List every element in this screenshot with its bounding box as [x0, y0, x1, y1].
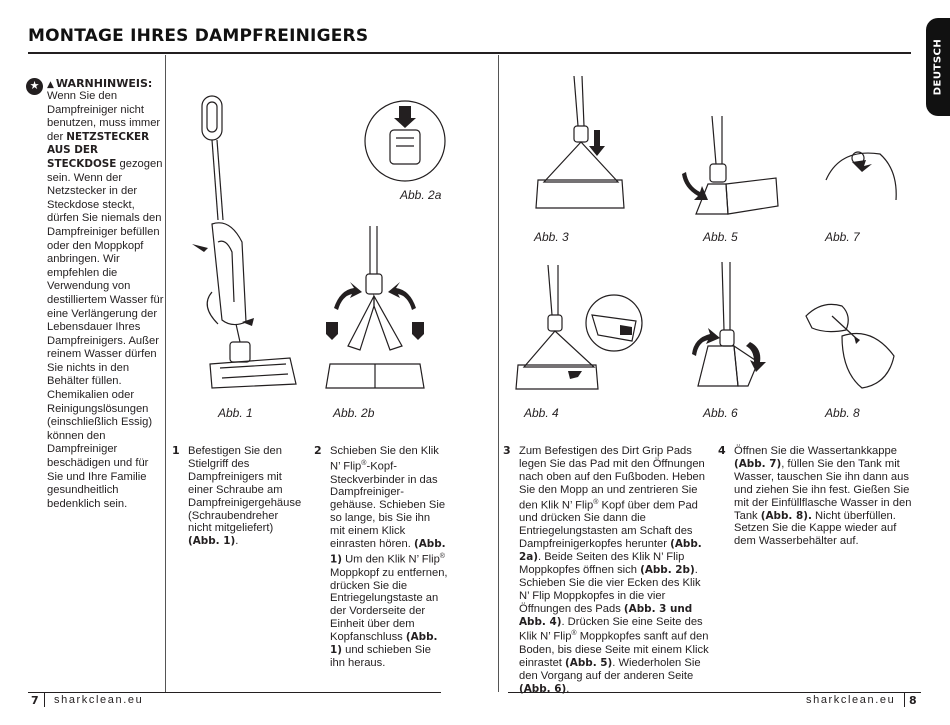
step-3-sup-1: ® — [593, 498, 599, 506]
page-title: MONTAGE IHRES DAMPFREINIGERS — [28, 26, 369, 46]
figure-2a-caption: Abb. 2a — [400, 188, 442, 202]
step-2-text-a: Schieben Sie den Klik N’ Flip — [330, 445, 439, 473]
figure-2a-illustration — [364, 100, 446, 182]
step-2-text: Schieben Sie den Klik N’ Flip®-Kopf-Stec… — [330, 445, 448, 670]
figure-1-caption: Abb. 1 — [218, 406, 253, 420]
figure-8-illustration — [805, 303, 895, 389]
step-3-ref-5: (Abb. 6) — [519, 682, 567, 695]
step-4-text-a: Öffnen Sie die Wassertankkappe — [734, 445, 897, 457]
step-3-ref-2: (Abb. 2b) — [640, 563, 695, 576]
step-4-text: Öffnen Sie die Wassertankkappe (Abb. 7),… — [734, 445, 920, 548]
step-3-text-a: Zum Befestigen des Dirt Grip Pads legen … — [519, 445, 705, 512]
footer-separator-right — [904, 693, 905, 707]
language-tab: DEUTSCH — [926, 18, 950, 116]
page-number-left: 7 — [31, 694, 39, 707]
warning-text-part1: Wenn Sie den Dampfreiniger nicht benutze… — [47, 90, 161, 143]
warning-text-part2: gezogen sein. Wenn der Netzstecker in de… — [47, 157, 164, 510]
step-2-text-d: und schieben Sie ihn heraus. — [330, 644, 431, 669]
star-icon: ★ — [26, 78, 43, 95]
step-1-text: Befestigen Sie den Stielgriff des Dampfr… — [188, 445, 302, 548]
column-divider-center — [498, 55, 499, 692]
step-3-text-c: . Beide Seiten des Klik N’ Flip Moppkopf… — [519, 550, 685, 576]
warning-title: ▲WARNHINWEIS: — [47, 77, 152, 90]
footer-separator-left — [44, 693, 45, 707]
step-1-text-a: Befestigen Sie den Stielgriff des Dampfr… — [188, 445, 302, 535]
step-2-text-c2: Moppkopf zu entfernen, drücken Sie die E… — [330, 566, 448, 644]
warning-text: Wenn Sie den Dampfreiniger nicht benutze… — [47, 90, 165, 511]
step-4-text-c: , füllen Sie den Tank mit Wasser, tausch… — [734, 457, 912, 522]
figure-1-illustration — [192, 95, 297, 389]
step-3-text-f: . Wiederholen Sie den Vorgang auf der an… — [519, 656, 701, 682]
step-2-number: 2 — [314, 444, 322, 457]
footer-site-left: sharkclean.eu — [54, 694, 144, 706]
step-2-text-a2: -Kopf-Steckverbinder in das Dampfreinige… — [330, 460, 446, 551]
figure-8-caption: Abb. 8 — [825, 406, 860, 420]
figure-4-caption: Abb. 4 — [524, 406, 559, 420]
step-1-number: 1 — [172, 444, 180, 457]
figure-6-caption: Abb. 6 — [703, 406, 738, 420]
step-3-ref-4: (Abb. 5) — [565, 656, 613, 669]
step-3-text-g: . — [566, 682, 570, 695]
title-rule — [28, 52, 911, 54]
figure-3-illustration — [535, 75, 625, 209]
step-2-sup-1: ® — [361, 459, 367, 467]
step-3-text-a2: Kopf über dem Pad und drücken Sie dann d… — [519, 499, 698, 551]
warning-text-bold: NETZSTECKER AUS DER STECKDOSE — [47, 130, 150, 170]
step-2-ref-2: (Abb. 1) — [330, 631, 438, 657]
step-1-ref-1: (Abb. 1) — [188, 535, 236, 548]
figure-2b-caption: Abb. 2b — [333, 406, 375, 420]
language-tab-label: DEUTSCH — [932, 38, 944, 96]
warning-title-text: WARNHINWEIS: — [55, 77, 153, 90]
step-4-text-d: Nicht überfüllen. Setzen Sie die Kappe w… — [734, 509, 897, 548]
step-4-ref-1: (Abb. 7) — [734, 457, 782, 470]
figure-3-caption: Abb. 3 — [534, 230, 569, 244]
figure-7-caption: Abb. 7 — [825, 230, 860, 244]
figure-6-illustration — [692, 261, 766, 387]
page-number-right: 8 — [909, 694, 917, 707]
figure-4-illustration — [515, 264, 643, 390]
warning-triangle-icon: ▲ — [47, 80, 54, 90]
step-3-text: Zum Befestigen des Dirt Grip Pads legen … — [519, 445, 713, 696]
step-3-sup-2: ® — [571, 630, 577, 638]
footer-rule-right — [508, 692, 921, 693]
step-2-sup-2: ® — [439, 552, 445, 560]
step-2-ref-1: (Abb. 1) — [330, 538, 446, 566]
column-divider-left — [165, 55, 166, 692]
figure-5-caption: Abb. 5 — [703, 230, 738, 244]
step-3-ref-3: (Abb. 3 und Abb. 4) — [519, 602, 693, 628]
step-3-text-d: . Schieben Sie die vier Ecken des Klik N… — [519, 563, 701, 615]
footer-site-right: sharkclean.eu — [806, 694, 896, 706]
figure-2b-illustration — [325, 226, 425, 389]
step-3-number: 3 — [503, 444, 511, 457]
figure-7-illustration — [825, 151, 897, 201]
step-3-text-e2: Moppkopfes sanft auf den Boden, bis dies… — [519, 631, 709, 669]
footer-rule-left — [28, 692, 441, 693]
step-3-text-e: . Drücken Sie eine Seite des Klik N’ Fli… — [519, 615, 703, 644]
step-1-text-c: . — [235, 535, 239, 548]
step-2-text-c: Um den Klik N’ Flip — [345, 553, 440, 566]
step-3-ref-1: (Abb. 2a) — [519, 538, 702, 563]
step-4-number: 4 — [718, 444, 726, 457]
step-4-ref-2: (Abb. 8). — [760, 509, 812, 522]
figure-5-illustration — [682, 115, 779, 215]
